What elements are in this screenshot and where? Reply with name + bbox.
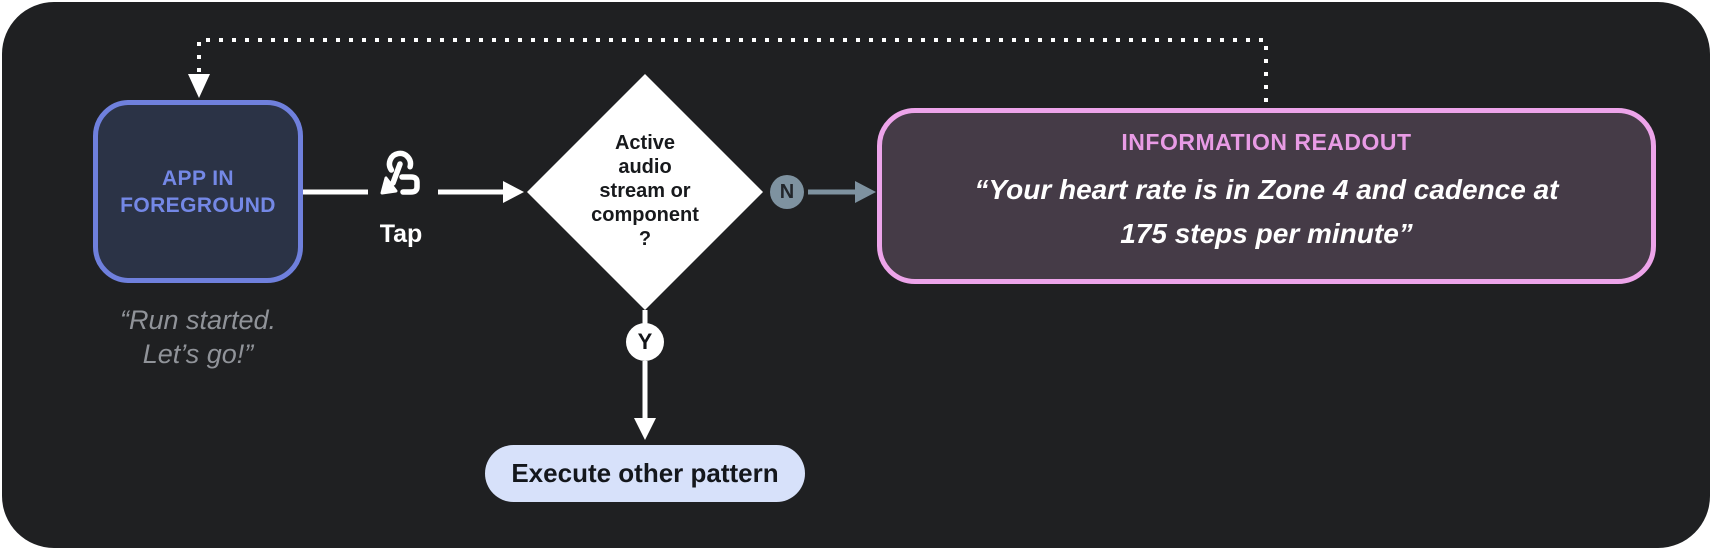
information-readout-quote: “Your heart rate is in Zone 4 and cadenc… — [974, 174, 1559, 249]
execute-other-pattern-node: Execute other pattern — [485, 445, 805, 502]
information-readout-node: INFORMATION READOUT “Your heart rate is … — [877, 108, 1656, 284]
run-started-quote: “Run started. Let’s go!” — [119, 305, 277, 369]
branch-no-badge: N — [770, 175, 804, 209]
tap-gesture-icon — [380, 150, 420, 195]
branch-no-letter: N — [779, 180, 795, 203]
decision-label: Active audio stream or component ? — [591, 132, 699, 250]
branch-yes-letter: Y — [637, 329, 653, 354]
execute-other-pattern-label: Execute other pattern — [511, 458, 779, 488]
app-in-foreground-label: APP IN FOREGROUND — [120, 166, 276, 217]
tap-label: Tap — [379, 220, 423, 248]
information-readout-title: INFORMATION READOUT — [1121, 129, 1412, 155]
app-in-foreground-node: APP IN FOREGROUND — [93, 100, 303, 283]
branch-yes-badge: Y — [626, 323, 664, 361]
